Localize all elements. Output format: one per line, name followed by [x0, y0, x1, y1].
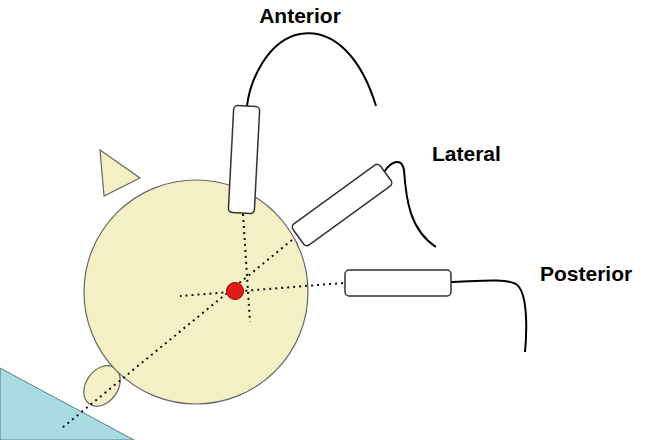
anterior-probe	[228, 105, 260, 213]
lateral-probe	[291, 163, 394, 248]
posterior-probe	[345, 270, 451, 296]
target-point	[227, 283, 244, 300]
cables	[247, 33, 526, 352]
nose	[100, 150, 140, 196]
probe-label: Lateral	[432, 142, 501, 165]
probes	[228, 105, 451, 296]
probe-label: Posterior	[540, 262, 632, 285]
head	[84, 180, 308, 404]
probe-label: Anterior	[259, 4, 341, 27]
beam-lines	[62, 214, 343, 428]
